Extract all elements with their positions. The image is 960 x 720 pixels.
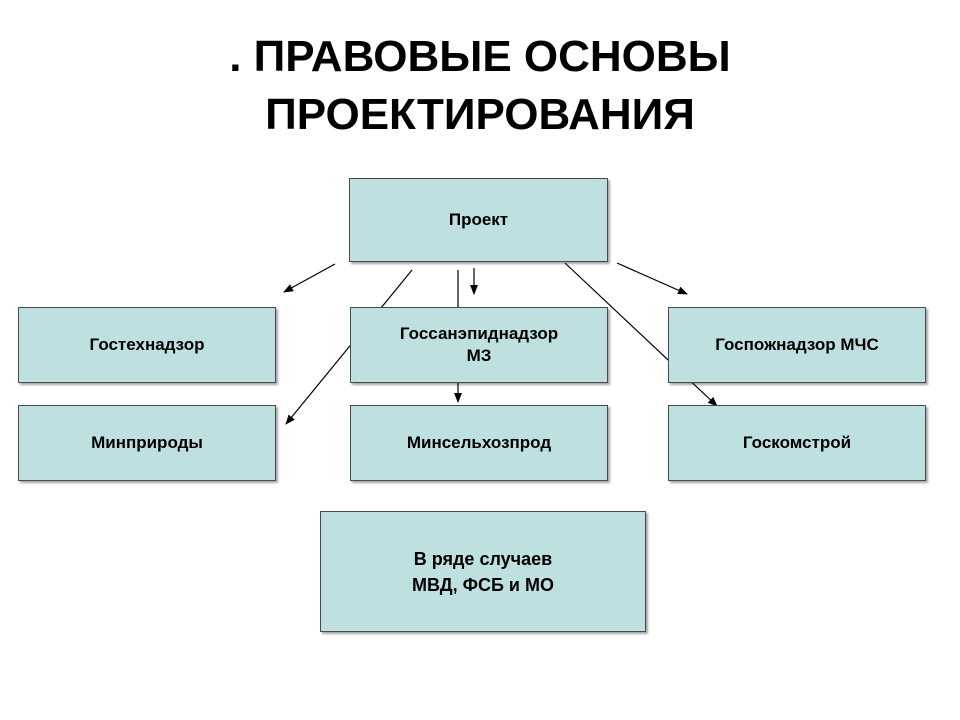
node-gospozhnadzor: Госпожнадзор МЧС [668,307,926,383]
node-project: Проект [349,178,608,262]
arrow-to-gostekhnadzor [283,263,336,293]
node-gostekhnadzor: Гостехнадзор [18,307,276,383]
node-minprirody: Минприроды [18,405,276,481]
page-title: . ПРАВОВЫЕ ОСНОВЫ ПРОЕКТИРОВАНИЯ [0,28,960,144]
node-minselkhozprod: Минсельхозпрод [350,405,608,481]
node-special-cases: В ряде случаев МВД, ФСБ и МО [320,511,646,632]
arrow-to-gospozhnadzor [616,262,688,295]
node-gossanepidnadzor: Госсанэпиднадзор МЗ [350,307,608,383]
node-goskomstroy: Госкомстрой [668,405,926,481]
title-line-2: ПРОЕКТИРОВАНИЯ [265,90,695,139]
title-line-1: . ПРАВОВЫЕ ОСНОВЫ [229,32,731,81]
